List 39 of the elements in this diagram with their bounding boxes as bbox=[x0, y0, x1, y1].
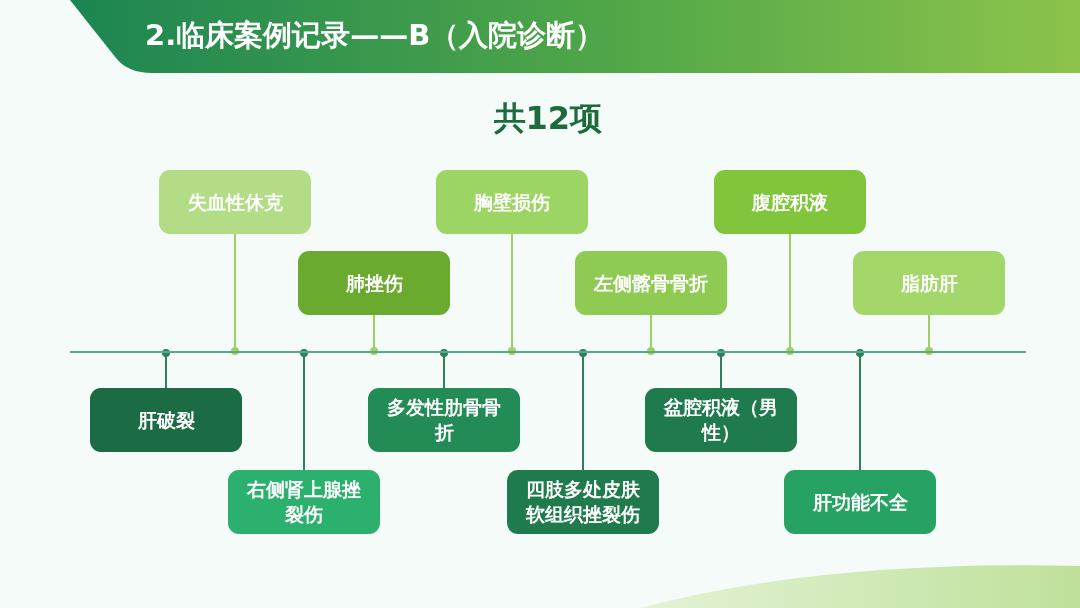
connector-line bbox=[925, 314, 933, 355]
diagnosis-text: 脂肪肝 bbox=[900, 270, 958, 296]
diagnosis-box bbox=[645, 388, 797, 452]
connector-line bbox=[300, 349, 308, 471]
diagnosis-box bbox=[575, 251, 727, 315]
connector-line bbox=[231, 233, 239, 355]
subtitle: 共12项 bbox=[493, 98, 603, 138]
diagnosis-box bbox=[90, 388, 242, 452]
diagnosis-box bbox=[853, 251, 1005, 315]
connector-line bbox=[579, 349, 587, 471]
diagnosis-text: 肝功能不全 bbox=[812, 489, 908, 515]
timeline-line bbox=[70, 351, 1026, 353]
diagnosis-box bbox=[714, 170, 866, 234]
connector-line bbox=[508, 233, 516, 355]
connector-line bbox=[856, 349, 864, 471]
connector-line bbox=[370, 314, 378, 355]
diagnosis-text: 腹腔积液 bbox=[752, 189, 828, 215]
diagnosis-text: 四肢多处皮肤软组织挫裂伤 bbox=[524, 477, 641, 527]
diagnosis-box bbox=[436, 170, 588, 234]
diagnosis-box bbox=[159, 170, 311, 234]
diagnosis-box bbox=[368, 388, 520, 452]
connector-line bbox=[717, 349, 725, 389]
slide-title: 2.临床案例记录——B（入院诊断） bbox=[145, 17, 605, 54]
diagnosis-box bbox=[298, 251, 450, 315]
diagnosis-box bbox=[784, 470, 936, 534]
connector-line bbox=[647, 314, 655, 355]
diagnosis-text: 右侧肾上腺挫裂伤 bbox=[245, 477, 362, 527]
connector-line bbox=[440, 349, 448, 389]
diagnosis-text: 左侧髂骨骨折 bbox=[594, 270, 708, 296]
diagnosis-text: 肺挫伤 bbox=[345, 270, 403, 296]
diagnosis-text: 胸壁损伤 bbox=[474, 189, 550, 215]
diagnosis-text: 肝破裂 bbox=[137, 407, 195, 433]
diagnosis-box bbox=[507, 470, 659, 534]
diagnosis-box bbox=[228, 470, 380, 534]
diagnosis-text: 盆腔积液（男性） bbox=[663, 395, 779, 445]
connector-line bbox=[162, 349, 170, 389]
diagnosis-text: 失血性休克 bbox=[187, 189, 283, 215]
connector-line bbox=[786, 233, 794, 355]
diagnosis-text: 多发性肋骨骨折 bbox=[386, 395, 502, 445]
